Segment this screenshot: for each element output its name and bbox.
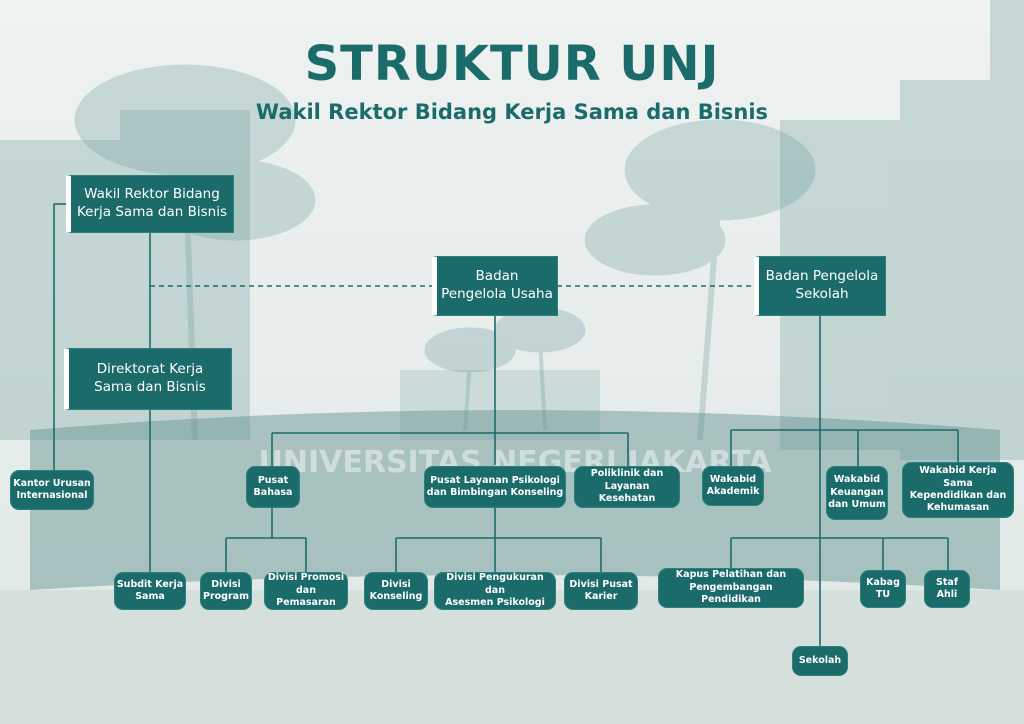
node-badan-pengelola-sekolah: Badan Pengelola Sekolah: [754, 256, 886, 316]
node-kantor-urusan-internasional: Kantor Urusan Internasional: [10, 470, 94, 510]
node-pusat-bahasa: Pusat Bahasa: [246, 466, 300, 508]
page-title: STRUKTUR UNJ: [304, 36, 720, 92]
node-wakabid-kerja-sama: Wakabid Kerja Sama Kependidikan dan Kehu…: [902, 462, 1014, 518]
node-wakil-rektor: Wakil Rektor Bidang Kerja Sama dan Bisni…: [66, 175, 234, 233]
node-sekolah: Sekolah: [792, 646, 848, 676]
node-badan-pengelola-usaha: Badan Pengelola Usaha: [432, 256, 558, 316]
node-divisi-konseling: Divisi Konseling: [364, 572, 428, 610]
node-divisi-pusat-karier: Divisi Pusat Karier: [564, 572, 638, 610]
node-wakabid-keuangan: Wakabid Keuangan dan Umum: [826, 466, 888, 520]
page-subtitle: Wakil Rektor Bidang Kerja Sama dan Bisni…: [255, 100, 769, 124]
node-kabag-tu: Kabag TU: [860, 570, 906, 608]
node-subdit-kerja-sama: Subdit Kerja Sama: [114, 572, 186, 610]
building-center: [400, 370, 600, 440]
node-kapus-pelatihan: Kapus Pelatihan dan Pengembangan Pendidi…: [658, 568, 804, 608]
building-right: [780, 0, 1024, 460]
node-wakabid-akademik: Wakabid Akademik: [702, 466, 764, 506]
connector-lines: [53, 203, 959, 646]
node-direktorat: Direktorat Kerja Sama dan Bisnis: [64, 348, 232, 410]
node-staf-ahli: Staf Ahli: [924, 570, 970, 608]
node-divisi-promosi: Divisi Promosi dan Pemasaran: [264, 572, 348, 610]
node-pusat-layanan-psikologi: Pusat Layanan Psikologi dan Bimbingan Ko…: [424, 466, 566, 508]
node-divisi-program: Divisi Program: [200, 572, 252, 610]
plaza: [0, 590, 1024, 724]
node-divisi-pengukuran: Divisi Pengukuran dan Asesmen Psikologi: [434, 572, 556, 610]
node-poliklinik: Poliklinik dan Layanan Kesehatan: [574, 466, 680, 508]
